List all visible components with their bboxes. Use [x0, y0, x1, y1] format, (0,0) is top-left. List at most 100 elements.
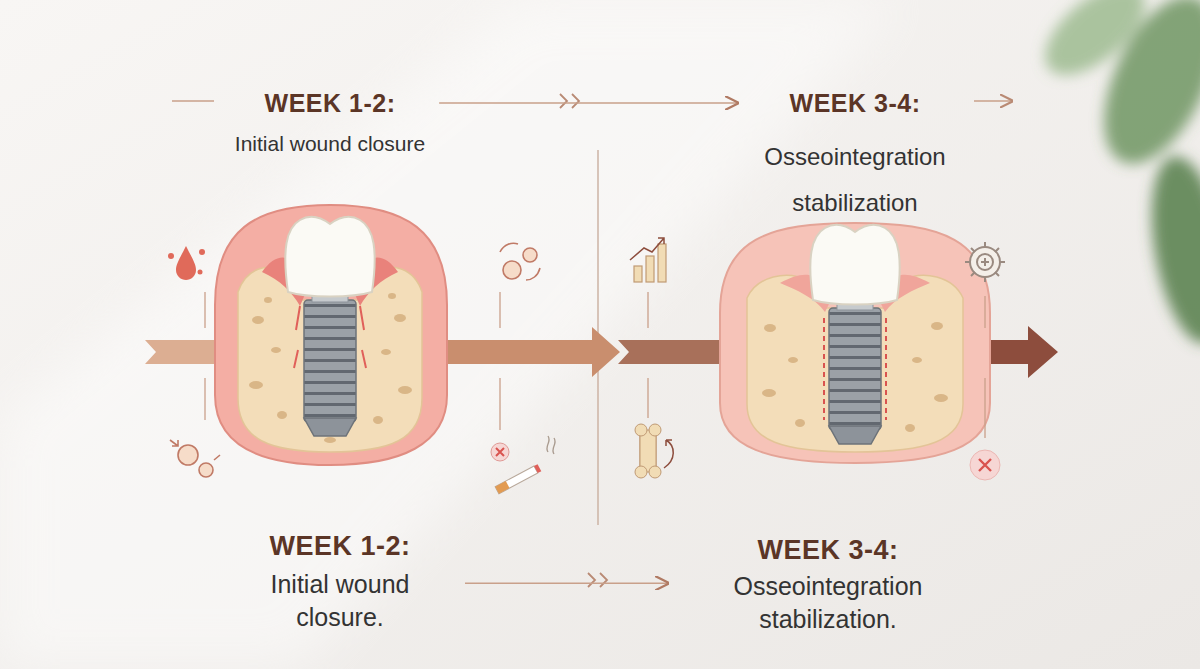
- implant-illustration-early-part: [285, 217, 374, 297]
- implant-illustration-early-part-part: [381, 349, 391, 355]
- warning-x-icon-part: [979, 459, 991, 471]
- gear-icon-part: [965, 242, 1005, 282]
- implant-illustration-early-part: [304, 300, 356, 422]
- implant-illustration-early-part-part: [394, 314, 406, 322]
- cell-migration-icon-part: [214, 455, 220, 460]
- cell-migration-icon: [170, 440, 220, 477]
- blood-drop-icon-part: [168, 253, 174, 259]
- week-heading: WEEK 3-4:: [682, 534, 974, 566]
- no-smoking-icon: [491, 436, 555, 494]
- implant-illustration-early-part-part: [398, 386, 412, 394]
- stage-text-block: WEEK 3-4: Osseointegration stabilization.: [678, 532, 978, 637]
- plant-leaves: [1030, 0, 1200, 350]
- phase-description: Initial wound closure: [235, 130, 425, 157]
- timeline-connector: [439, 102, 737, 104]
- implant-illustration-stable-part: [720, 223, 990, 463]
- stage-text-block: WEEK 1-2: Initial wound closure: [231, 86, 429, 159]
- icon-tick: [205, 292, 985, 438]
- implant-illustration-early-part: [304, 418, 356, 436]
- icon-tick-part: [984, 296, 985, 328]
- phase-description: Osseointegration stabilization: [752, 134, 959, 225]
- no-smoking-icon-part: [547, 436, 555, 454]
- no-smoking-icon-part: [495, 464, 541, 494]
- icon-tick-part: [499, 292, 500, 328]
- band-arrow: [440, 327, 620, 377]
- no-smoking-icon-part-part: [495, 466, 538, 494]
- implant-illustration-stable-part-part: [905, 424, 915, 432]
- gear-icon-part: [981, 258, 989, 266]
- phase-description: Initial wound closure.: [229, 568, 451, 633]
- blood-drop-icon-part: [198, 270, 203, 275]
- stage-text-block: WEEK 1-2: Initial wound closure.: [225, 528, 455, 635]
- bone-growth-icon-part: [630, 238, 664, 260]
- blood-drop-icon-part: [176, 246, 196, 280]
- bone-icon-part: [649, 466, 661, 478]
- icon-tick-part: [647, 292, 648, 328]
- icon-tick-part: [984, 378, 985, 438]
- bone-growth-icon-part: [646, 256, 654, 282]
- cell-cycle-icon-part: [526, 268, 540, 280]
- implant-illustration-stable-part-part: [788, 357, 798, 363]
- icon-tick-part: [499, 378, 500, 430]
- implant-illustration-stable-part: [824, 318, 886, 420]
- implant-illustration-early-part: [249, 293, 412, 443]
- implant-illustration-stable-part: [829, 308, 881, 430]
- plant-leaves-part: [1139, 150, 1200, 349]
- implant-illustration-stable: [720, 223, 990, 463]
- icon-tick-part: [204, 292, 205, 328]
- week-heading: WEEK 1-2:: [229, 530, 451, 562]
- implant-illustration-early-part-part: [373, 416, 383, 424]
- blood-drop-icon: [168, 246, 205, 280]
- implant-illustration-stable-part: [810, 225, 899, 305]
- cell-cycle-icon-part: [523, 248, 537, 262]
- implant-illustration-stable-part-part: [795, 419, 805, 427]
- implant-illustration-early-part-part: [252, 316, 264, 324]
- bone-growth-icon-part: [658, 244, 666, 282]
- implant-illustration-early-part: [294, 306, 366, 368]
- no-smoking-icon-part: [496, 448, 504, 456]
- implant-illustration-early-part-part: [249, 381, 263, 389]
- implant-illustration-early: [215, 205, 447, 465]
- week-heading: WEEK 1-2:: [235, 88, 425, 118]
- plant-leaves-part: [1030, 0, 1160, 92]
- cell-cycle-icon-part: [500, 243, 518, 252]
- gear-icon: [965, 242, 1005, 282]
- bone-icon-part: [635, 466, 647, 478]
- bone-growth-icon: [630, 238, 666, 282]
- no-smoking-icon-part-part: [534, 464, 541, 473]
- implant-illustration-early-part-part: [324, 437, 336, 443]
- implant-illustration-early-part-part: [388, 293, 396, 299]
- bone-icon-part: [635, 424, 647, 436]
- bone-growth-icon-part: [634, 266, 642, 282]
- bone-icon: [635, 424, 673, 478]
- icon-tick-part: [647, 378, 648, 418]
- timeline-connector: [465, 582, 668, 584]
- no-smoking-icon-part-part: [495, 481, 509, 494]
- implant-illustration-early-part: [215, 205, 447, 465]
- cell-cycle-icon-part: [503, 261, 521, 279]
- phase-description: Osseointegration stabilization.: [682, 570, 974, 635]
- implant-illustration-stable-part-part: [762, 389, 776, 397]
- implant-illustration-stable-part-part: [912, 357, 922, 363]
- week-heading: WEEK 3-4:: [752, 88, 959, 118]
- implant-illustration-stable-part: [829, 426, 881, 444]
- gear-icon-part: [977, 254, 993, 270]
- implant-illustration-stable-part-part: [764, 324, 776, 332]
- chevron-mark: [588, 573, 607, 587]
- stage-text-block: WEEK 3-4: Osseointegration stabilization: [748, 86, 963, 227]
- warning-x-icon-part: [970, 450, 1000, 480]
- implant-illustration-early-part-part: [277, 411, 287, 419]
- cell-migration-icon-part: [178, 445, 198, 465]
- icon-tick-part: [204, 378, 205, 420]
- implant-illustration-stable-part-part: [931, 322, 943, 330]
- cell-migration-icon-part: [170, 440, 178, 446]
- warning-x-icon: [970, 450, 1000, 480]
- implant-illustration-early-part-part: [264, 297, 272, 303]
- no-smoking-icon-part: [491, 443, 509, 461]
- implant-illustration-stable-part-part: [934, 394, 948, 402]
